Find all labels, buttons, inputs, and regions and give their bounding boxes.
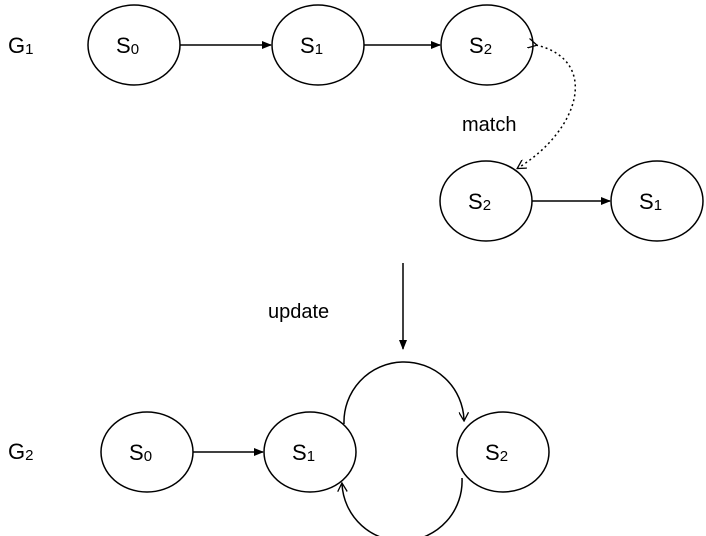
edge-g2-s1-s2-top-arc: [343, 361, 464, 425]
update-label: update: [268, 301, 329, 323]
match-label: match: [462, 114, 516, 136]
svg-text:S0: S0: [116, 33, 139, 58]
svg-text:S1: S1: [300, 33, 323, 58]
graph-label-g2: G2: [8, 439, 33, 464]
svg-text:S1: S1: [639, 189, 662, 214]
svg-text:S2: S2: [485, 440, 508, 465]
node-pattern-s2: S2: [439, 160, 533, 242]
node-g2-s1: S1: [263, 411, 357, 493]
node-g1-s1: S1: [271, 4, 365, 86]
edge-g2-s2-s1-bottom-arc: [342, 477, 463, 536]
graph-label-g1: G1: [8, 33, 33, 58]
svg-text:S2: S2: [468, 189, 491, 214]
svg-text:S1: S1: [292, 440, 315, 465]
node-g2-s2: S2: [456, 411, 550, 493]
node-pattern-s1: S1: [610, 160, 704, 242]
match-link: [518, 45, 576, 168]
node-g2-s0: S0: [100, 411, 194, 493]
node-g1-s2: S2: [440, 4, 534, 86]
svg-text:S2: S2: [469, 33, 492, 58]
svg-text:S0: S0: [129, 440, 152, 465]
node-g1-s0: S0: [87, 4, 181, 86]
